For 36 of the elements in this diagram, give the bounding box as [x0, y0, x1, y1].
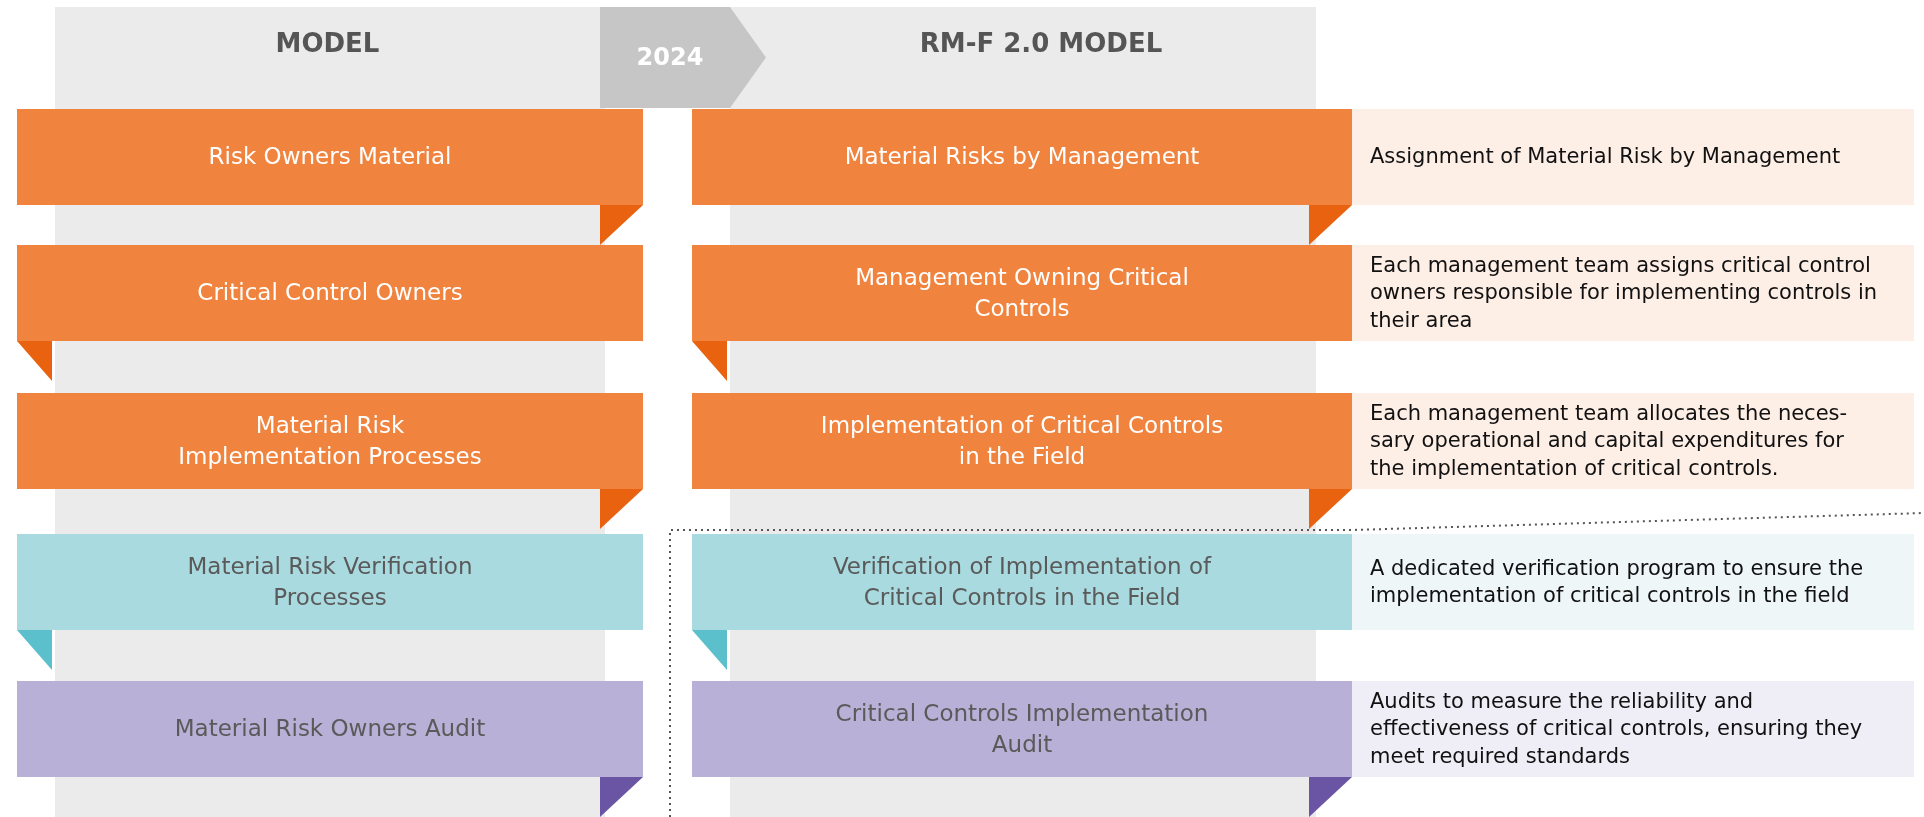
- description-box: [1352, 681, 1914, 777]
- banner-text: Verification of Implementation of Critical Controls in the Field: [831, 551, 1213, 612]
- ribbon-banner: [17, 109, 643, 205]
- banner-text: Material Risk Implementation Processes: [177, 410, 483, 471]
- ribbon-banner: [692, 109, 1352, 205]
- description-text: Each management team assigns critical control owners responsible for implementing controls in their area: [1370, 252, 1879, 334]
- ribbon-banner: [692, 393, 1352, 489]
- ribbon-banner: [692, 534, 1352, 630]
- column-heading: MODEL: [275, 27, 380, 58]
- description-box: [1352, 393, 1914, 489]
- column-header: [766, 7, 1316, 108]
- description-text: A dedicated verification program to ensure the implementation of critical controls in the field: [1370, 554, 1865, 609]
- banner-text: Risk Owners Material: [208, 142, 452, 172]
- ribbon-banner: [17, 534, 643, 630]
- ribbon-banner: [17, 681, 643, 777]
- edge-label: 2024: [635, 42, 705, 71]
- banner-text: Material Risk Verification Processes: [186, 551, 474, 612]
- description-box: [1352, 534, 1914, 630]
- banner-text: Critical Control Owners: [197, 278, 463, 308]
- ribbon-banner: [17, 245, 643, 341]
- description-text: Each management team allocates the neces-sary operational and capital expenditures for the implementation of critical controls.: [1370, 400, 1849, 482]
- description-text: Audits to measure the reliability and effectiveness of critical controls, ensuring they meet required standards: [1370, 688, 1864, 770]
- banner-text: Implementation of Critical Controls in the Field: [819, 410, 1225, 471]
- ribbon-banner: [692, 681, 1352, 777]
- banner-text: Material Risk Owners Audit: [174, 714, 486, 744]
- chevron-arrow: [600, 7, 766, 108]
- ribbon-banner: [692, 245, 1352, 341]
- column-header: [55, 7, 600, 108]
- description-box: [1352, 245, 1914, 341]
- banner-text: Management Owning Critical Controls: [854, 262, 1190, 323]
- banner-text: Critical Controls Implementation Audit: [834, 698, 1210, 759]
- column-heading: RM-F 2.0 MODEL: [919, 27, 1163, 58]
- banner-text: Material Risks by Management: [844, 142, 1200, 172]
- description-box: [1352, 109, 1914, 205]
- description-text: Assignment of Material Risk by Management: [1370, 143, 1841, 171]
- ribbon-banner: [17, 393, 643, 489]
